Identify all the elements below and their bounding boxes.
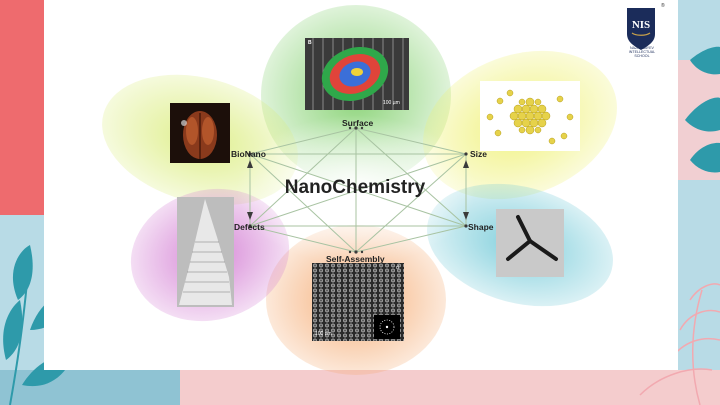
node-self-assembly: Self-Assembly (326, 254, 385, 264)
node-size: Size (470, 149, 488, 159)
logo-caption: NAZARBAYEV INTELLECTUAL SCHOOL (628, 46, 656, 58)
surface-panel-letter: B (308, 40, 312, 46)
node-shape: Shape (468, 222, 494, 232)
diagram-title: NanoChemistry (284, 177, 426, 198)
registered-mark: ® (661, 3, 665, 9)
node-bionano: BioNano (231, 149, 266, 159)
connection-arrowheads (247, 126, 469, 254)
node-surface: Surface (342, 118, 374, 128)
surface-scale-bar: 100 µm (383, 100, 400, 106)
size-image (480, 81, 580, 151)
surface-image: B 100 µm (305, 38, 409, 110)
school-logo: NIS (627, 8, 655, 50)
red-accent-bar (0, 0, 44, 215)
shape-image (496, 209, 564, 277)
bottom-pink-band (180, 370, 720, 405)
logo-mark: NIS (632, 19, 650, 31)
self-assembly-image: d 100 nm (312, 263, 404, 341)
node-defects: Defects (234, 222, 265, 232)
self-assembly-scale-bar: 100 nm (315, 331, 332, 337)
defects-image (177, 197, 234, 307)
self-assembly-panel-letter: d (396, 265, 399, 271)
bionano-image (170, 103, 230, 163)
